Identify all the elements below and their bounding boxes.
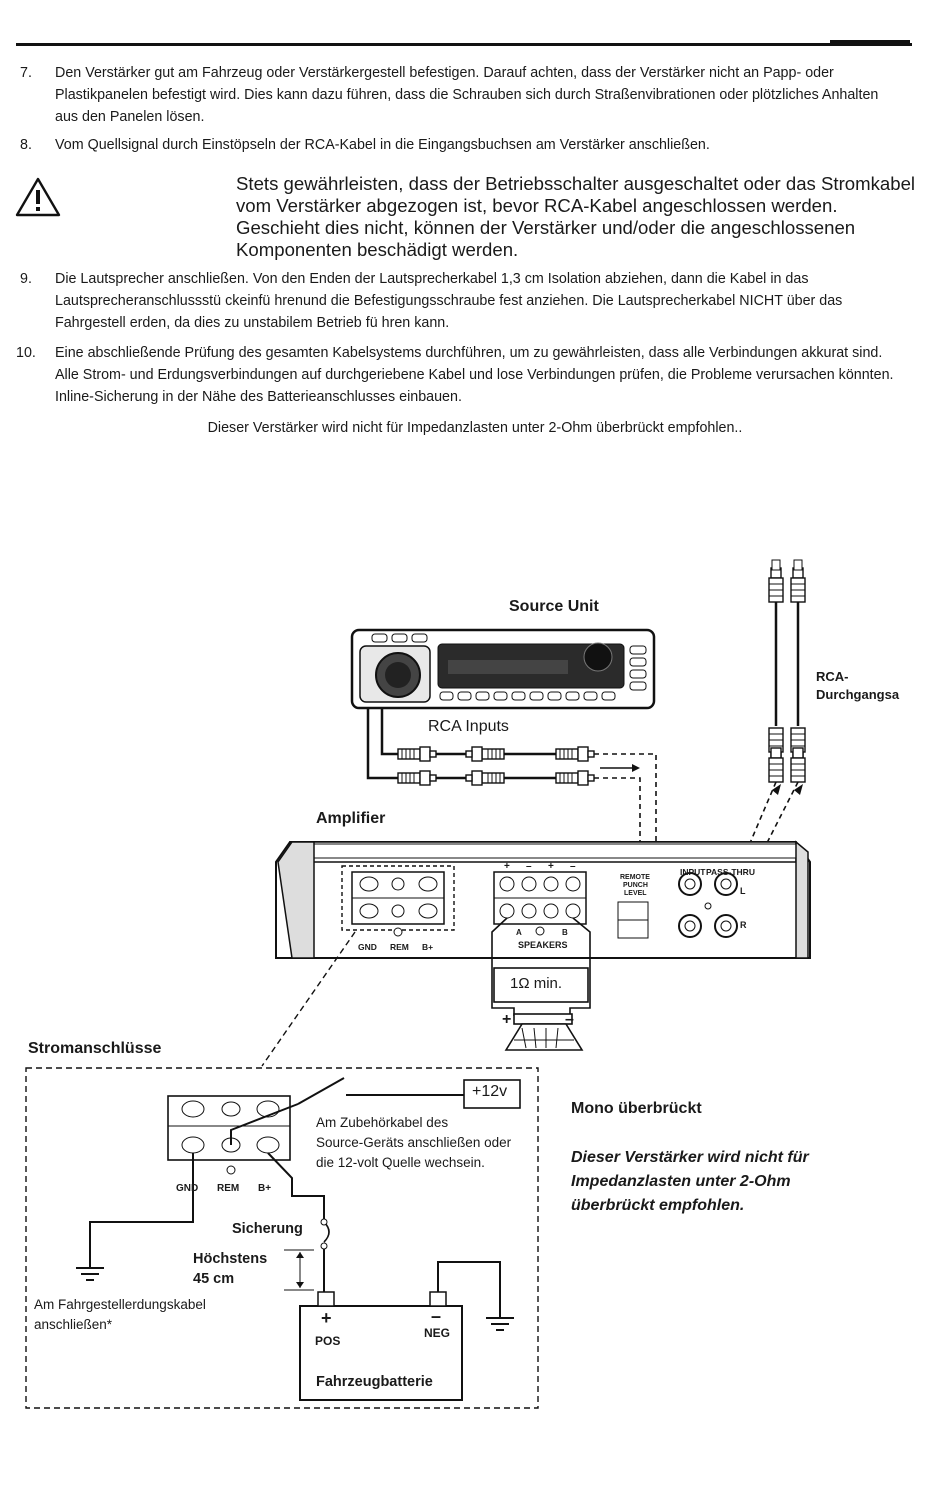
- rca-passthru-cables: [729, 559, 806, 893]
- level-label: LEVEL: [624, 890, 647, 897]
- speaker-wiring: [491, 917, 591, 1051]
- acc-note-3: die 12-volt Quelle wechsein.: [316, 1155, 485, 1170]
- input-label: INPUT: [680, 867, 706, 877]
- mono-bridged-note: Dieser Verstärker wird nicht für Impedan…: [571, 1149, 809, 1214]
- header-tab-mark: [830, 40, 910, 45]
- terminal-minus-1: –: [526, 861, 532, 872]
- source-unit-label: Source Unit: [509, 598, 599, 615]
- punch-label: PUNCH: [623, 882, 648, 889]
- rca-inputs-label: RCA Inputs: [428, 718, 509, 735]
- header-rule: [16, 43, 912, 46]
- leader-line: [261, 931, 356, 1067]
- chassis-note-1: Am Fahrgestellerdungskabel: [34, 1297, 206, 1312]
- terminal-plus-2: +: [548, 861, 554, 872]
- remote-label: REMOTE: [620, 874, 650, 881]
- impedance-note: Dieser Verstärker wird nicht für Impedan…: [207, 420, 743, 436]
- rem-label: REM: [390, 942, 409, 952]
- acc-note-2: Source-Geräts anschließen oder: [316, 1135, 512, 1150]
- amplifier: [275, 840, 811, 959]
- source-unit: [350, 628, 656, 710]
- pos-label: POS: [315, 1334, 341, 1348]
- channel-b-label: B: [562, 928, 568, 937]
- fuse-label: Sicherung: [232, 1221, 303, 1237]
- pos-plus-label: +: [321, 1308, 332, 1328]
- battery-label: Fahrzeugbatterie: [316, 1374, 433, 1390]
- rca-passthru-label-2: Durchgangsa: [816, 687, 900, 702]
- gnd-label: GND: [358, 942, 377, 952]
- rca-passthru-label-1: RCA-: [816, 669, 849, 684]
- power-connections-label: Stromanschlüsse: [28, 1040, 162, 1057]
- rem-label-power: REM: [217, 1183, 240, 1194]
- neg-label: NEG: [424, 1326, 451, 1340]
- power-section: [25, 1067, 539, 1409]
- step-text: Eine abschließende Prüfung des gesamten …: [55, 345, 894, 405]
- step-number: 8.: [20, 137, 32, 153]
- step-number: 10.: [16, 345, 36, 361]
- terminal-minus-2: –: [570, 861, 576, 872]
- left-channel-label: L: [740, 886, 746, 896]
- warning-text: Stets gewährleisten, dass der Betriebssc…: [236, 173, 916, 260]
- acc-note-1: Am Zubehörkabel des: [316, 1115, 449, 1130]
- chassis-note-2: anschließen*: [34, 1317, 113, 1332]
- terminal-plus-1: +: [504, 861, 510, 872]
- gnd-label-power: GND: [176, 1183, 199, 1194]
- neg-minus-label: –: [431, 1306, 442, 1326]
- bplus-label-power: B+: [258, 1183, 272, 1194]
- mono-bridged-title: Mono überbrückt: [571, 1100, 702, 1117]
- step-text: Vom Quellsignal durch Einstöpseln der RC…: [55, 137, 710, 153]
- max-length-label-1: Höchstens: [193, 1251, 268, 1267]
- speaker-plus-label: +: [502, 1011, 512, 1028]
- step-text: Den Verstärker gut am Fahrzeug oder Vers…: [55, 65, 879, 125]
- amplifier-label: Amplifier: [316, 810, 386, 827]
- step-number: 9.: [20, 271, 32, 287]
- v12-label: +12v: [472, 1083, 508, 1100]
- speaker-minus-label: –: [565, 1011, 574, 1028]
- channel-a-label: A: [516, 928, 522, 937]
- step-text: Die Lautsprecher anschließen. Von den En…: [55, 271, 843, 331]
- min-load-label: 1Ω min.: [510, 975, 563, 992]
- warning-icon: [15, 177, 61, 217]
- step-number: 7.: [20, 65, 32, 81]
- pass-thru-label: PASS-THRU: [706, 867, 755, 877]
- max-length-label-2: 45 cm: [193, 1271, 235, 1287]
- speakers-label: SPEAKERS: [518, 940, 568, 950]
- bplus-label: B+: [422, 942, 434, 952]
- right-channel-label: R: [740, 920, 747, 930]
